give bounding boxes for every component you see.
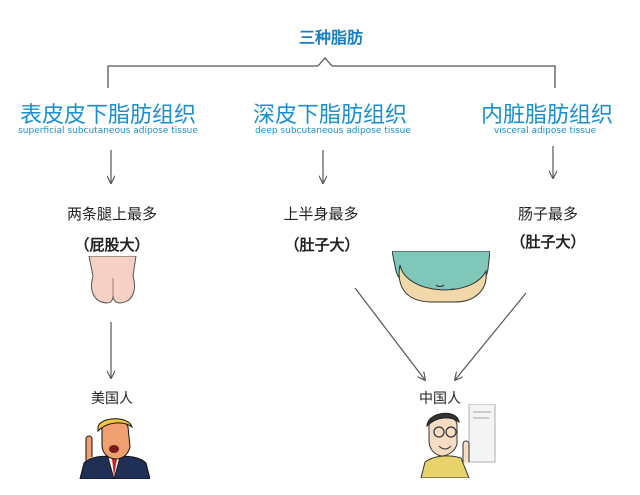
arrow-visceral-to-chinese — [455, 292, 527, 380]
belly-illustration — [392, 251, 490, 303]
category-deep-title: 深皮下脂肪组织 — [252, 103, 408, 128]
visceral-shape: （肚子大） — [510, 233, 586, 251]
category-superficial-title: 表皮皮下脂肪组织 — [19, 103, 197, 128]
category-visceral-en: visceral adipose tissue — [493, 126, 597, 136]
top-bracket-center — [317, 57, 333, 67]
chinese-man-cartoon — [420, 404, 496, 478]
american-man-cartoon — [79, 418, 150, 479]
deep-shape: （肚子大） — [284, 236, 360, 254]
arrow-deep-to-chinese — [354, 287, 425, 380]
deep-effect: 上半身最多 — [283, 205, 359, 223]
superficial-effect: 两条腿上最多 — [66, 205, 158, 223]
category-visceral-title: 内脏脂肪组织 — [480, 103, 614, 128]
visceral-effect: 肠子最多 — [517, 205, 579, 223]
diagram-title: 三种脂肪 — [298, 28, 364, 47]
top-bracket — [107, 65, 556, 88]
buttocks-illustration — [88, 256, 137, 304]
population-chinese: 中国人 — [419, 391, 461, 407]
category-deep-en: deep subcutaneous adipose tissue — [255, 126, 411, 136]
category-superficial-en: superficial subcutaneous adipose tissue — [18, 126, 198, 136]
population-americans: 美国人 — [91, 391, 133, 407]
superficial-shape: （屁股大） — [74, 236, 150, 254]
